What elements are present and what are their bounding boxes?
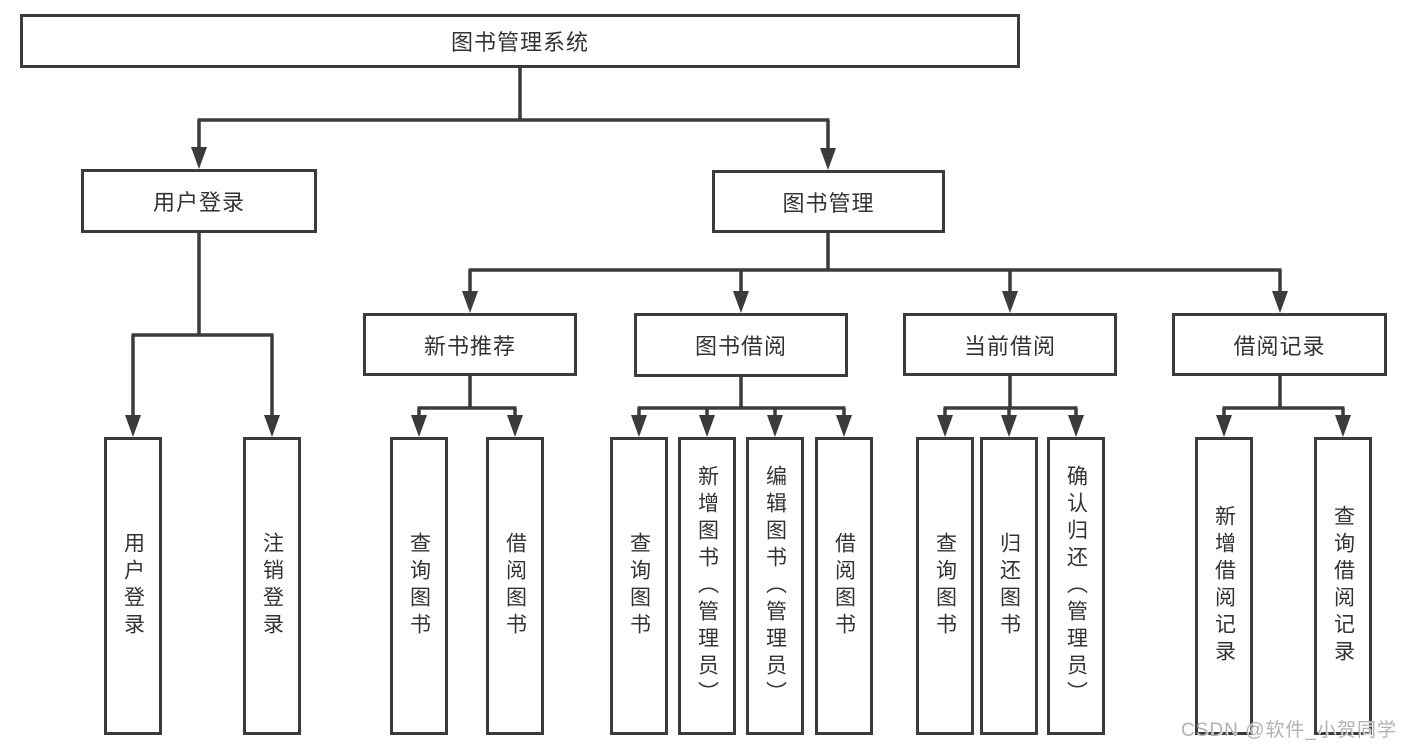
node-label: 查询图书 bbox=[407, 532, 431, 640]
node-label: 查询图书 bbox=[627, 532, 651, 640]
leaf-borrow-books-2: 借阅图书 bbox=[815, 437, 873, 735]
connector-records-to-leaves bbox=[1222, 376, 1345, 418]
node-label: 用户登录 bbox=[121, 532, 145, 640]
connector-userlogin-to-leaves bbox=[131, 233, 274, 418]
node-user-login: 用户登录 bbox=[81, 169, 317, 233]
arrow-down-icon bbox=[191, 147, 207, 169]
connector-newbooks-to-leaves bbox=[417, 376, 517, 418]
node-label: 查询图书 bbox=[933, 532, 957, 640]
connector-root-to-level2 bbox=[197, 68, 830, 151]
leaf-edit-book-admin: 编辑图书（管理员） bbox=[746, 437, 804, 735]
node-label: 归还图书 bbox=[997, 532, 1021, 640]
arrow-down-icon bbox=[937, 415, 953, 437]
arrow-down-icon bbox=[1001, 415, 1017, 437]
arrow-down-icon bbox=[631, 415, 647, 437]
node-label: 注销登录 bbox=[260, 532, 284, 640]
leaf-query-books-3: 查询图书 bbox=[916, 437, 974, 735]
arrow-down-icon bbox=[411, 415, 427, 437]
arrow-down-icon bbox=[767, 415, 783, 437]
arrow-down-icon bbox=[264, 415, 280, 437]
arrow-down-icon bbox=[462, 291, 478, 313]
node-library-system: 图书管理系统 bbox=[20, 14, 1020, 68]
csdn-watermark: CSDN @软件_小贺同学 bbox=[1181, 720, 1397, 741]
node-current-borrow: 当前借阅 bbox=[903, 313, 1117, 376]
leaf-query-books-2: 查询图书 bbox=[610, 437, 668, 735]
node-label: 当前借阅 bbox=[963, 333, 1056, 359]
leaf-borrow-books-1: 借阅图书 bbox=[486, 437, 544, 735]
node-label: 借阅记录 bbox=[1233, 333, 1326, 359]
arrow-down-icon bbox=[820, 148, 836, 170]
leaf-query-books-1: 查询图书 bbox=[390, 437, 448, 735]
leaf-user-login: 用户登录 bbox=[104, 437, 162, 735]
leaf-query-borrow-record: 查询借阅记录 bbox=[1314, 437, 1372, 735]
arrow-down-icon bbox=[1068, 415, 1084, 437]
arrow-down-icon bbox=[507, 415, 523, 437]
node-label: 图书管理系统 bbox=[450, 30, 589, 55]
leaf-return-book: 归还图书 bbox=[980, 437, 1038, 735]
node-label: 编辑图书（管理员） bbox=[763, 464, 787, 708]
arrow-down-icon bbox=[1272, 291, 1288, 313]
leaf-logout: 注销登录 bbox=[243, 437, 301, 735]
arrow-down-icon bbox=[1216, 415, 1232, 437]
leaf-add-borrow-record: 新增借阅记录 bbox=[1195, 437, 1253, 735]
connector-borrow-to-leaves bbox=[637, 377, 846, 418]
connector-current-to-leaves bbox=[943, 376, 1078, 418]
node-label: 新书推荐 bbox=[423, 333, 516, 359]
node-book-borrow: 图书借阅 bbox=[634, 313, 848, 377]
arrow-down-icon bbox=[836, 415, 852, 437]
arrow-down-icon bbox=[733, 291, 749, 313]
node-label: 图书管理 bbox=[782, 190, 875, 216]
arrow-down-icon bbox=[125, 415, 141, 437]
connector-bookmgmt-to-level3 bbox=[468, 233, 1282, 294]
node-label: 查询借阅记录 bbox=[1331, 505, 1355, 667]
arrow-down-icon bbox=[699, 415, 715, 437]
node-borrow-records: 借阅记录 bbox=[1172, 313, 1387, 376]
leaf-confirm-return-admin: 确认归还（管理员） bbox=[1047, 437, 1105, 735]
node-label: 新增图书（管理员） bbox=[695, 464, 719, 708]
node-label: 借阅图书 bbox=[832, 532, 856, 640]
node-label: 确认归还（管理员） bbox=[1064, 464, 1088, 708]
node-new-book-recommend: 新书推荐 bbox=[363, 313, 577, 376]
node-label: 图书借阅 bbox=[694, 334, 787, 359]
node-book-management: 图书管理 bbox=[712, 170, 945, 233]
node-label: 新增借阅记录 bbox=[1212, 505, 1236, 667]
leaf-add-book-admin: 新增图书（管理员） bbox=[678, 437, 736, 735]
node-label: 借阅图书 bbox=[503, 532, 527, 640]
arrow-down-icon bbox=[1002, 291, 1018, 313]
node-label: 用户登录 bbox=[152, 190, 245, 215]
arrow-down-icon bbox=[1335, 415, 1351, 437]
